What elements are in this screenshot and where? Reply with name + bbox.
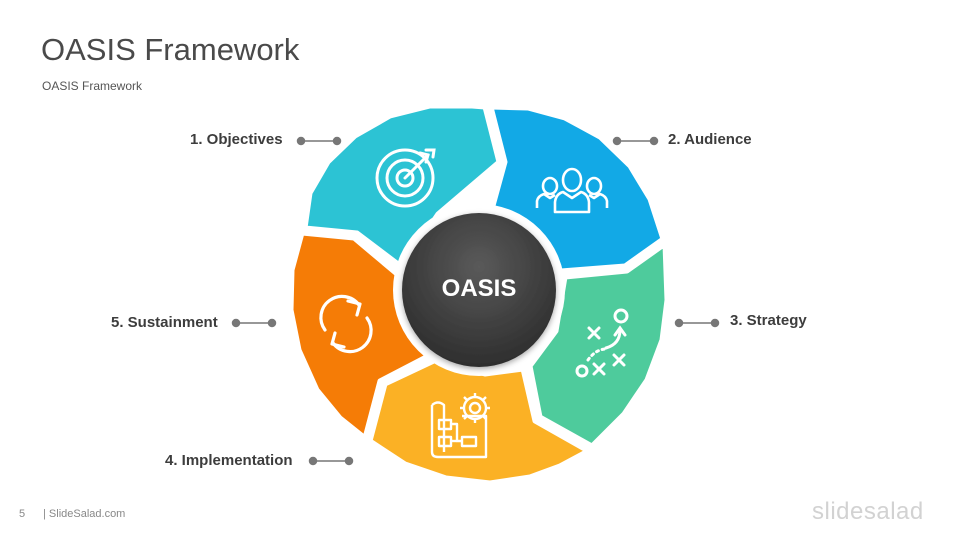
page-number: 5 bbox=[19, 508, 26, 520]
label-implementation: 4. Implementation bbox=[165, 452, 293, 469]
blueprint-gear-icon bbox=[430, 393, 490, 459]
refresh-cycle-icon bbox=[319, 294, 373, 354]
brand-logo: slidesalad bbox=[812, 498, 924, 525]
label-sustainment: 5. Sustainment bbox=[111, 314, 218, 331]
connector-strategy bbox=[674, 318, 720, 328]
users-icon bbox=[535, 167, 609, 214]
strategy-play-icon bbox=[575, 308, 629, 378]
connector-objectives bbox=[296, 136, 342, 146]
connector-implementation bbox=[308, 456, 354, 466]
connector-sustainment bbox=[231, 318, 277, 328]
target-icon bbox=[375, 148, 436, 208]
segment-implementation bbox=[367, 357, 591, 486]
footer-site: | SlideSalad.com bbox=[43, 508, 126, 520]
label-strategy: 3. Strategy bbox=[730, 312, 807, 329]
page-subtitle: OASIS Framework bbox=[42, 79, 143, 93]
hub-label: OASIS bbox=[441, 275, 517, 302]
label-objectives: 1. Objectives bbox=[190, 131, 283, 148]
connector-audience bbox=[612, 136, 659, 146]
hub-circle bbox=[402, 213, 556, 367]
page-title: OASIS Framework bbox=[41, 32, 300, 67]
label-audience: 2. Audience bbox=[668, 131, 752, 148]
